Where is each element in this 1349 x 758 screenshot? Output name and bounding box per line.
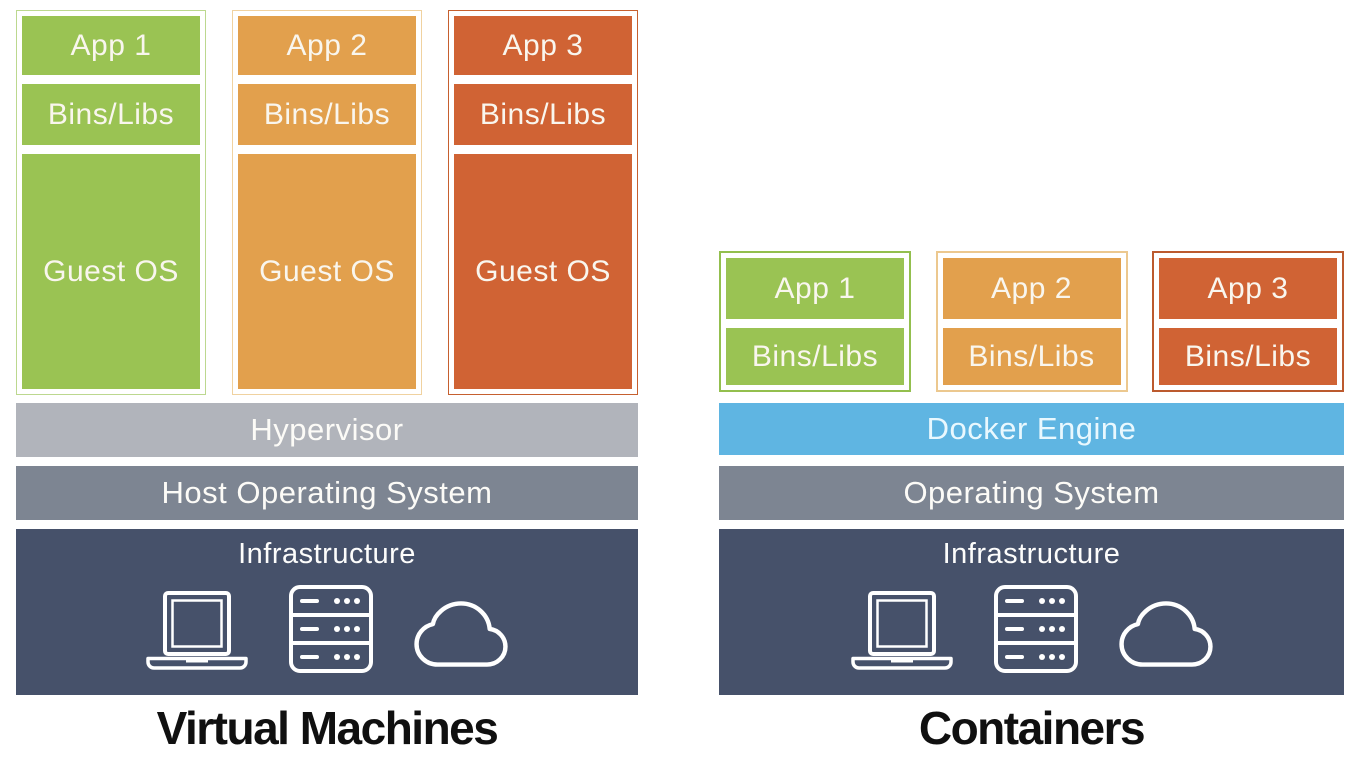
bins-libs-label: Bins/Libs bbox=[1184, 339, 1312, 373]
virtual-machines-panel: App 1 Bins/Libs Guest OS App 2 Bins/Libs… bbox=[16, 0, 638, 758]
bins-libs-label: Bins/Libs bbox=[479, 97, 607, 131]
app-label: App 2 bbox=[286, 28, 368, 62]
infrastructure-icons bbox=[16, 581, 638, 673]
app-block: App 1 bbox=[726, 258, 904, 319]
app-block: App 2 bbox=[942, 258, 1121, 319]
app-label: App 1 bbox=[774, 271, 856, 305]
docker-engine-label: Docker Engine bbox=[926, 411, 1137, 446]
bins-libs-block: Bins/Libs bbox=[1159, 328, 1337, 385]
hypervisor-bar: Hypervisor bbox=[16, 403, 638, 457]
app-label: App 3 bbox=[1207, 271, 1289, 305]
guest-os-block: Guest OS bbox=[22, 154, 200, 389]
laptop-icon bbox=[850, 591, 953, 670]
app-label: App 3 bbox=[502, 28, 584, 62]
bins-libs-block: Bins/Libs bbox=[942, 328, 1121, 385]
guest-os-label: Guest OS bbox=[43, 254, 179, 288]
app-label: App 1 bbox=[70, 28, 152, 62]
host-os-bar: Host Operating System bbox=[16, 466, 638, 520]
host-os-label: Host Operating System bbox=[161, 475, 493, 510]
vm-columns: App 1 Bins/Libs Guest OS App 2 Bins/Libs… bbox=[16, 10, 638, 395]
infrastructure-section: Infrastructure bbox=[719, 529, 1344, 695]
guest-os-block: Guest OS bbox=[454, 154, 632, 389]
infrastructure-label: Infrastructure bbox=[238, 538, 416, 570]
bins-libs-label: Bins/Libs bbox=[47, 97, 175, 131]
cloud-icon bbox=[1118, 601, 1213, 667]
operating-system-bar: Operating System bbox=[719, 466, 1344, 520]
bins-libs-block: Bins/Libs bbox=[22, 84, 200, 145]
infrastructure-label: Infrastructure bbox=[942, 538, 1121, 570]
cloud-icon bbox=[414, 601, 508, 667]
operating-system-label: Operating System bbox=[903, 475, 1160, 510]
laptop-icon bbox=[146, 591, 248, 670]
vm-panel-title: Virtual Machines bbox=[156, 702, 499, 754]
app-block: App 3 bbox=[454, 16, 632, 75]
container-column-1: App 1 Bins/Libs bbox=[719, 251, 911, 392]
vm-column-2: App 2 Bins/Libs Guest OS bbox=[232, 10, 422, 395]
server-icon bbox=[993, 585, 1078, 673]
containers-panel-title: Containers bbox=[918, 702, 1146, 754]
app-block: App 2 bbox=[238, 16, 416, 75]
container-columns: App 1 Bins/Libs App 2 Bins/Libs App 3 bbox=[719, 251, 1344, 392]
guest-os-label: Guest OS bbox=[475, 254, 611, 288]
bins-libs-block: Bins/Libs bbox=[454, 84, 632, 145]
bins-libs-label: Bins/Libs bbox=[968, 339, 1095, 373]
hypervisor-label: Hypervisor bbox=[250, 412, 404, 447]
container-column-2: App 2 Bins/Libs bbox=[935, 251, 1128, 392]
bins-libs-block: Bins/Libs bbox=[726, 328, 904, 385]
containers-panel: App 1 Bins/Libs App 2 Bins/Libs App 3 bbox=[719, 0, 1344, 758]
vm-column-3: App 3 Bins/Libs Guest OS bbox=[448, 10, 638, 395]
guest-os-label: Guest OS bbox=[259, 254, 395, 288]
bins-libs-block: Bins/Libs bbox=[238, 84, 416, 145]
docker-engine-bar: Docker Engine bbox=[719, 403, 1344, 455]
infrastructure-icons bbox=[719, 581, 1344, 673]
app-block: App 1 bbox=[22, 16, 200, 75]
bins-libs-label: Bins/Libs bbox=[751, 339, 879, 373]
infrastructure-section: Infrastructure bbox=[16, 529, 638, 695]
guest-os-block: Guest OS bbox=[238, 154, 416, 389]
bins-libs-label: Bins/Libs bbox=[263, 97, 391, 131]
container-column-3: App 3 Bins/Libs bbox=[1152, 251, 1344, 392]
app-block: App 3 bbox=[1159, 258, 1337, 319]
vm-column-1: App 1 Bins/Libs Guest OS bbox=[16, 10, 206, 395]
app-label: App 2 bbox=[991, 271, 1072, 305]
server-icon bbox=[289, 585, 373, 673]
